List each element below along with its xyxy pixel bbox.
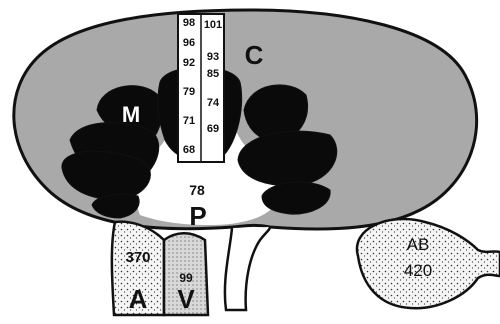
artery-value: 370	[125, 249, 150, 266]
left-value-3: 79	[183, 86, 195, 98]
right-value-4: 69	[207, 123, 219, 135]
right-value-3: 74	[207, 97, 220, 109]
medulla-label: M	[122, 102, 140, 127]
left-value-1: 96	[183, 37, 195, 49]
vein-value: 99	[179, 271, 193, 285]
ureter	[225, 227, 270, 310]
left-value-0: 98	[183, 17, 195, 29]
left-value-2: 92	[183, 57, 195, 69]
right-value-1: 93	[207, 51, 219, 63]
ab-value: 420	[404, 261, 432, 280]
left-value-4: 71	[183, 115, 195, 127]
artery-label: A	[129, 284, 148, 314]
left-value-5: 68	[183, 144, 195, 156]
ab-label: AB	[407, 235, 430, 254]
pelvis-label: P	[189, 201, 206, 231]
vein-label: V	[177, 284, 195, 314]
right-value-0: 101	[204, 19, 222, 31]
pelvis-value: 78	[189, 182, 205, 198]
right-value-2: 85	[207, 68, 219, 80]
cortex-label: C	[245, 40, 264, 70]
